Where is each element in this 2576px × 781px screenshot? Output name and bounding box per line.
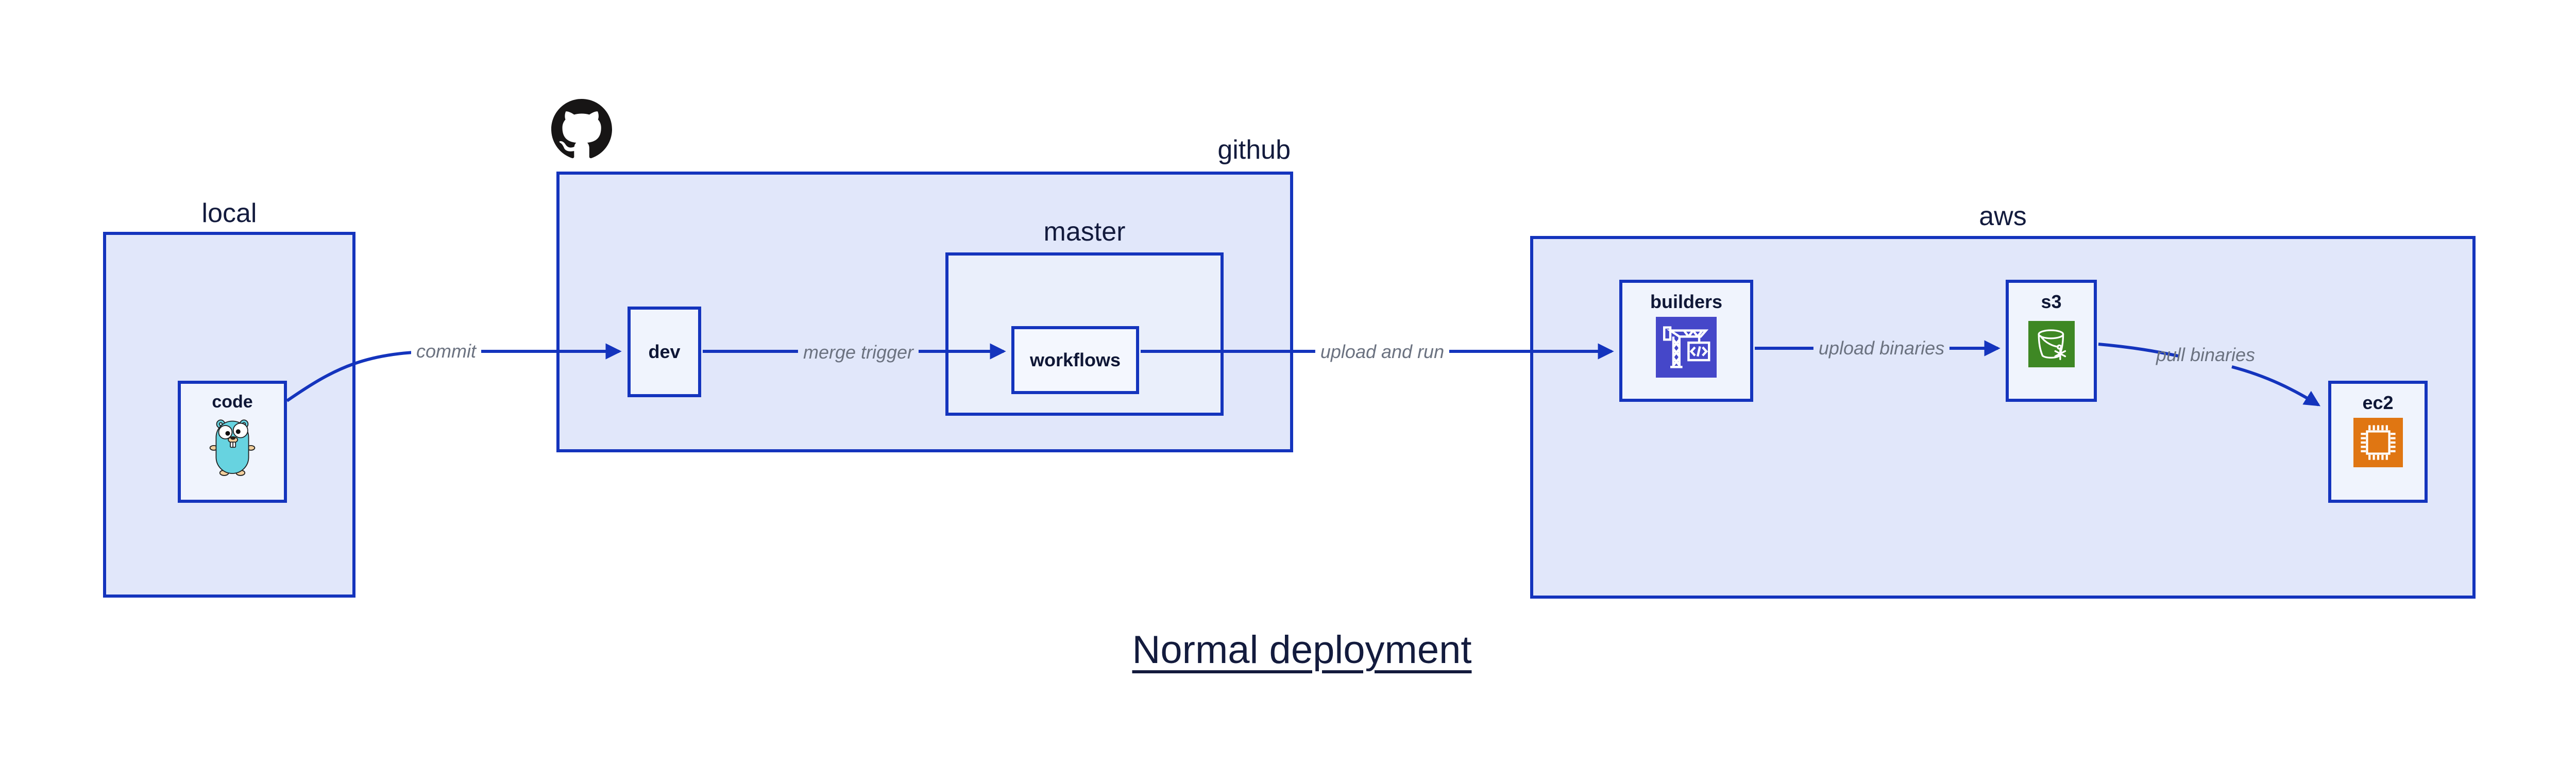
- ec2-chip-icon: [2353, 418, 2403, 467]
- node-workflows: workflows: [1011, 326, 1139, 394]
- edge-label-merge-trigger: merge trigger: [798, 341, 919, 364]
- container-local-label: local: [201, 198, 257, 228]
- edge-label-upload-binaries: upload binaries: [1813, 336, 1950, 360]
- container-github-label: github: [1217, 135, 1291, 165]
- node-builders-label: builders: [1650, 291, 1723, 312]
- github-octocat-icon: [551, 99, 612, 159]
- edge-label-upload-and-run: upload and run: [1315, 340, 1450, 364]
- s3-glacier-bucket-icon: [2028, 321, 2075, 367]
- node-ec2: ec2: [2328, 381, 2428, 503]
- node-s3-label: s3: [2041, 291, 2062, 312]
- node-code: code: [178, 381, 287, 503]
- codebuild-crane-icon: [1656, 317, 1717, 378]
- edge-label-pull-binaries: pull binaries: [2156, 344, 2256, 365]
- node-workflows-label: workflows: [1029, 349, 1121, 370]
- node-code-label: code: [212, 392, 253, 412]
- container-master-label: master: [1043, 217, 1126, 247]
- go-gopher-icon: [209, 419, 256, 476]
- edge-label-commit: commit: [411, 339, 481, 363]
- node-dev: dev: [628, 307, 701, 397]
- container-aws-label: aws: [1979, 201, 2027, 231]
- node-s3: s3: [2006, 280, 2097, 402]
- node-builders: builders: [1619, 280, 1753, 402]
- node-ec2-label: ec2: [2362, 392, 2394, 413]
- diagram-title: Normal deployment: [1132, 628, 1472, 672]
- node-dev-label: dev: [648, 341, 681, 362]
